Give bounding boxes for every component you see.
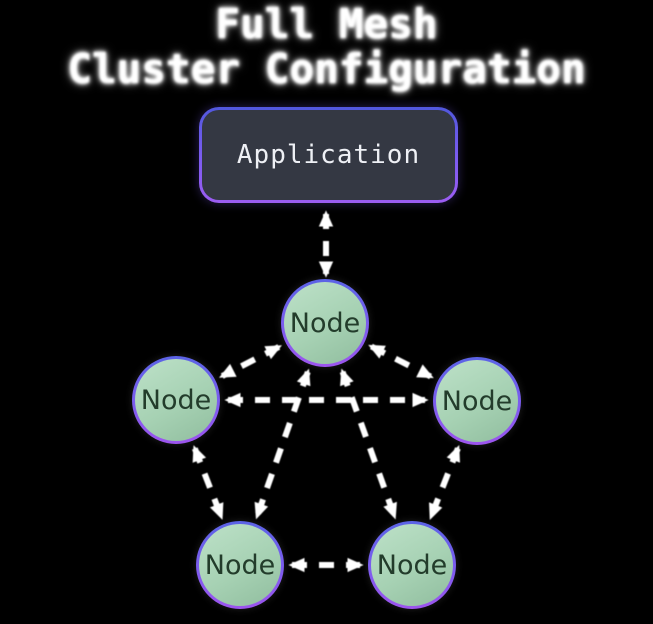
edge-top-to-bottom-right — [339, 368, 398, 520]
node-right-label: Node — [441, 385, 513, 417]
node-bottom-left: Node — [196, 521, 284, 609]
node-bottom-left-label: Node — [204, 549, 276, 581]
edge-top-to-right — [368, 343, 434, 380]
edge-right-to-bottom-right — [428, 445, 461, 520]
node-top: Node — [281, 279, 369, 367]
node-bottom-right-label: Node — [376, 549, 448, 581]
application-box-inner: Application — [202, 110, 455, 200]
node-right: Node — [433, 357, 521, 445]
application-box: Application — [199, 107, 458, 203]
diagram-title: Full Mesh Cluster Configuration — [0, 2, 653, 92]
title-line-1: Full Mesh — [215, 0, 438, 48]
title-line-2: Cluster Configuration — [67, 45, 586, 93]
edge-top-to-left — [219, 344, 282, 379]
node-bottom-right: Node — [368, 521, 456, 609]
node-left: Node — [132, 356, 220, 444]
node-top-label: Node — [289, 307, 361, 339]
application-label: Application — [236, 140, 421, 170]
edge-left-to-bottom-left — [192, 445, 224, 520]
edge-top-to-bottom-left — [254, 368, 311, 520]
node-left-label: Node — [140, 384, 212, 416]
